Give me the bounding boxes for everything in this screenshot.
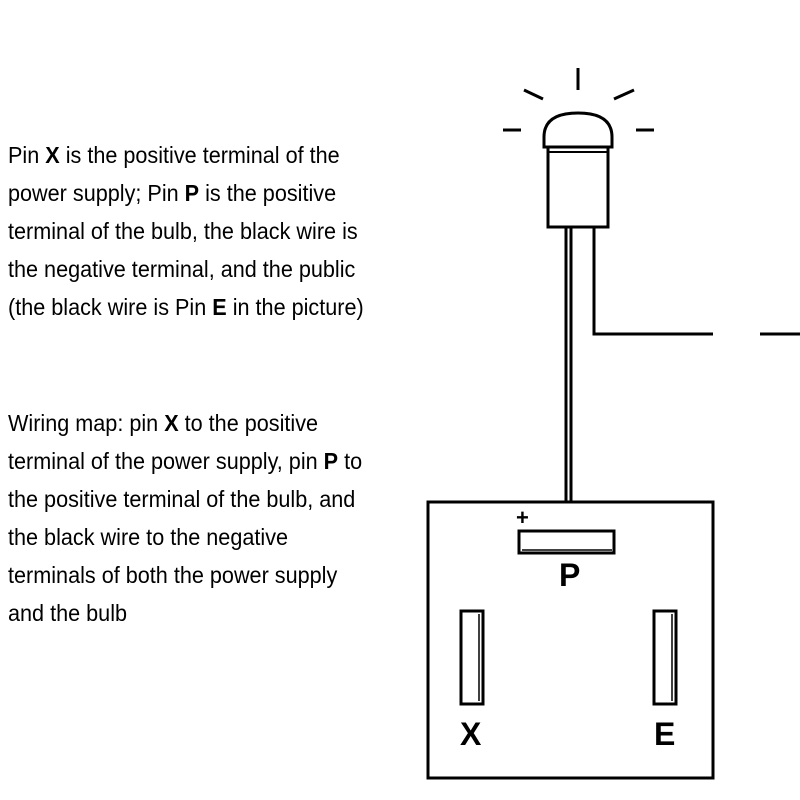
light-ray-upper-left [523, 88, 544, 101]
terminal-e [652, 609, 678, 706]
description-paragraph-1: Pin X is the positive terminal of the po… [8, 136, 376, 326]
bulb-glass [542, 111, 614, 149]
text-run: is the positive terminal of the power su… [8, 142, 340, 206]
light-ray-upper-right [613, 88, 635, 101]
description-paragraph-2: Wiring map: pin X to the positive termin… [8, 404, 376, 632]
pin-label-e: E [654, 716, 675, 752]
terminal-p [517, 529, 616, 555]
text-run: Pin [8, 142, 46, 168]
pin-reference: X [164, 410, 179, 436]
pin-label-x: X [460, 716, 482, 752]
text-run: to the positive terminal of the power su… [8, 410, 324, 474]
pin-label-p: P [559, 557, 580, 593]
bulb [542, 111, 614, 229]
text-run: to the positive terminal of the bulb, an… [8, 448, 363, 626]
bulb-base [546, 145, 610, 229]
pin-reference: P [184, 180, 200, 206]
text-run: in the picture) [226, 294, 364, 320]
black-wire [592, 227, 713, 336]
plus-sign: + [516, 505, 529, 530]
pin-reference: E [212, 294, 227, 320]
pin-reference: X [45, 142, 60, 168]
text-run: is the positive terminal of the bulb, th… [8, 180, 358, 320]
text-run: Wiring map: pin [8, 410, 165, 436]
pin-reference: P [323, 448, 339, 474]
terminal-x [459, 609, 485, 706]
